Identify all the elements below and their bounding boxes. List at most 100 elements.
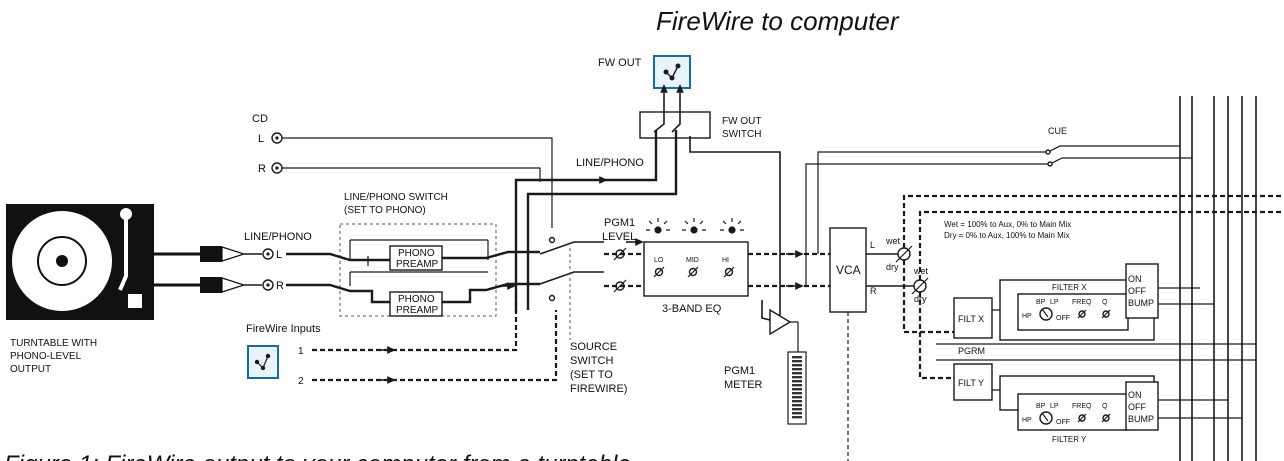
line-phono-switch-label-2: (SET TO PHONO): [344, 205, 426, 216]
pgm1-meter-label-1: PGM1: [724, 365, 755, 377]
input-left-label: L: [276, 249, 282, 261]
source-switch-label-1: SOURCE: [570, 341, 617, 353]
filt-y-box: [953, 363, 993, 401]
dry-label-bottom: dry: [914, 294, 927, 304]
phono-preamp-bottom-label-1: PHONO: [398, 294, 435, 305]
filter-x-freq: FREQ: [1072, 299, 1092, 306]
meter-segment: [792, 376, 802, 379]
filt-x-box: [953, 297, 993, 339]
filter-y-off: OFF: [1056, 419, 1070, 426]
filter-y-title: FILTER Y: [1052, 435, 1087, 444]
cd-right-label: R: [258, 163, 266, 175]
figure-caption: Figure 1: FireWire output to your comput…: [4, 451, 631, 461]
filter-x-lp: LP: [1050, 299, 1059, 306]
firewire-input-1-label: 1: [298, 346, 304, 357]
wet-dry-note-2: Dry = 0% to Aux, 100% to Main Mix: [944, 231, 1070, 240]
filter-y-hp: HP: [1022, 417, 1032, 424]
filter-x-panel: [1017, 293, 1129, 331]
firewire-icon: [653, 55, 691, 89]
filt-y-label: FILT Y: [958, 378, 984, 388]
mix-bus-lines: [1179, 96, 1257, 461]
eq-lo-label: LO: [654, 257, 664, 264]
meter-amp: [769, 308, 792, 336]
vca-label: VCA: [836, 263, 861, 277]
filter-x-bump-on: ON: [1128, 274, 1142, 284]
cue-label: CUE: [1048, 126, 1067, 136]
cd-left-label: L: [258, 133, 264, 145]
input-right-label: R: [276, 280, 284, 292]
line-phono-top-label: LINE/PHONO: [576, 157, 644, 169]
wet-dry-note-1: Wet = 100% to Aux, 0% to Main Mix: [944, 220, 1071, 229]
meter-segment: [792, 384, 802, 387]
dry-label-top: dry: [886, 262, 899, 272]
phono-preamp-top-label-2: PREAMP: [396, 259, 439, 270]
meter-segment: [792, 368, 802, 371]
source-switch-label-4: FIREWIRE): [570, 383, 627, 395]
vca-box: [829, 227, 867, 313]
firewire-input-2-label: 2: [298, 376, 304, 387]
phono-preamp-top: [389, 245, 443, 271]
meter-segment: [792, 380, 802, 383]
filter-y-lp: LP: [1050, 403, 1059, 410]
phono-preamp-bottom-label-2: PREAMP: [396, 305, 439, 316]
meter-segment: [792, 360, 802, 363]
filter-y-knobs: [1039, 411, 1111, 425]
vca-right-label: R: [870, 286, 877, 296]
wet-label-top: wet: [885, 236, 901, 246]
meter-segment: [792, 416, 802, 419]
eq-led-icons: [646, 218, 744, 234]
wet-dry-knob-right: [911, 277, 929, 295]
meter-segment: [792, 364, 802, 367]
phono-preamp-top-label-1: PHONO: [398, 248, 435, 259]
eq-knobs: [653, 266, 735, 278]
firewire-input-icon: [247, 345, 279, 379]
turntable-icon: [6, 204, 154, 320]
meter-segment: [792, 356, 802, 359]
filter-y-bp: BP: [1036, 403, 1046, 410]
line-phono-switch-label-1: LINE/PHONO SWITCH: [344, 192, 448, 203]
filter-y-freq: FREQ: [1072, 403, 1092, 410]
pgm1-level-label-1: PGM1: [604, 217, 635, 229]
filter-y-bump-bump: BUMP: [1128, 414, 1154, 424]
filter-y-panel: [1017, 393, 1129, 431]
turntable-label-1: TURNTABLE WITH: [10, 338, 97, 349]
filter-x-bump-off: OFF: [1128, 286, 1146, 296]
wet-dry-knob-left: [895, 245, 913, 263]
phono-preamp-bottom: [389, 291, 443, 317]
filt-x-label: FILT X: [958, 314, 984, 324]
firewire-inputs-label: FireWire Inputs: [246, 323, 321, 335]
pgm1-meter-label-2: METER: [724, 379, 763, 391]
eq-mid-label: MID: [686, 257, 699, 264]
rca-cable-right: [154, 277, 262, 293]
meter-segment: [792, 392, 802, 395]
filter-x-title: FILTER X: [1052, 283, 1087, 292]
filter-y-q: Q: [1102, 403, 1108, 410]
meter-segment: [792, 412, 802, 415]
fw-out-label: FW OUT: [598, 57, 642, 69]
filter-x-hp: HP: [1022, 313, 1032, 320]
pgrm-label: PGRM: [958, 346, 985, 356]
turntable-label-2: PHONO-LEVEL: [10, 351, 82, 362]
source-switch-label-3: (SET TO: [570, 369, 613, 381]
meter-segment: [792, 400, 802, 403]
fw-out-switch-label-2: SWITCH: [722, 129, 761, 140]
turntable-label-3: OUTPUT: [10, 364, 51, 375]
diagram-title: FireWire to computer: [656, 6, 900, 36]
filter-y-bump-off: OFF: [1128, 402, 1146, 412]
filter-x-q: Q: [1102, 299, 1108, 306]
eq-hi-label: HI: [722, 257, 729, 264]
eq-label: 3-BAND EQ: [662, 303, 722, 315]
filter-x-bump-bump: BUMP: [1128, 298, 1154, 308]
filter-y-bump-on: ON: [1128, 390, 1142, 400]
rca-cable-left: [154, 246, 262, 262]
meter-segment: [792, 396, 802, 399]
filter-x-bump: [1125, 263, 1159, 319]
pgm1-level-label-2: LEVEL: [602, 231, 636, 243]
cd-label: CD: [252, 113, 268, 125]
filter-x-off: OFF: [1056, 315, 1070, 322]
line-phono-input-label: LINE/PHONO: [244, 231, 312, 243]
pgm1-meter: [787, 351, 807, 425]
filter-y-bump: [1125, 381, 1159, 431]
fw-out-switch-label-1: FW OUT: [722, 116, 761, 127]
